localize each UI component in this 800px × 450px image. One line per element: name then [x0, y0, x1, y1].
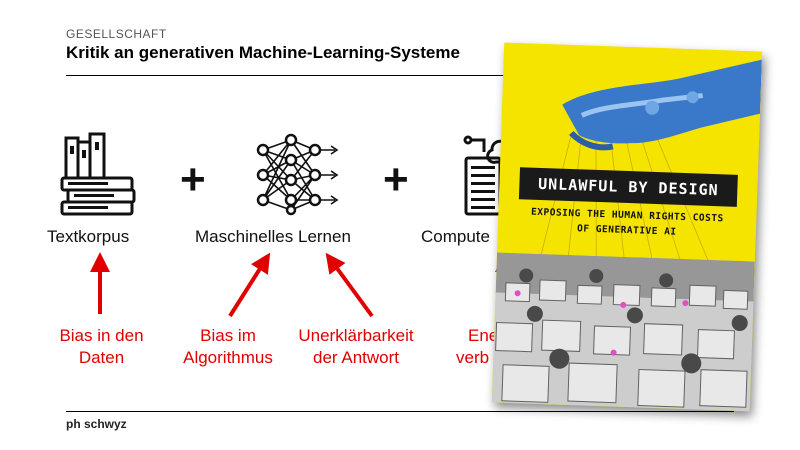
plus-sign-1: + — [180, 155, 206, 204]
section-kicker: GESELLSCHAFT — [66, 27, 167, 41]
title-divider — [66, 75, 734, 76]
book-cover: UNLAWFUL BY DESIGN EXPOSING THE HUMAN RI… — [491, 42, 763, 412]
critique-line: Bias im — [200, 326, 256, 345]
critique-line: Daten — [78, 348, 125, 367]
critique-line: der Antwort — [313, 348, 399, 367]
critique-bias-daten: Bias in den Daten — [44, 325, 159, 369]
footer-divider — [66, 411, 734, 412]
critique-bias-algorithmus: Bias im Algorithmus — [167, 325, 289, 369]
neural-network-icon — [256, 133, 339, 216]
critique-unerklaerbarkeit: Unerklärbarkeit der Antwort — [292, 325, 420, 369]
books-icon — [60, 132, 136, 216]
footer-brand: ph schwyz — [66, 417, 127, 431]
critique-line: Unerklärbarkeit — [298, 326, 414, 345]
label-compute: Compute — [421, 227, 490, 246]
critique-energie: Ene verb — [456, 325, 516, 369]
plus-sign-2: + — [383, 155, 409, 204]
label-maschinelles-lernen: Maschinelles Lernen — [195, 227, 351, 246]
arrow-unerklaerbarkeit — [325, 252, 374, 318]
critique-line: Bias in den — [59, 326, 144, 345]
critique-line: verb — [456, 348, 490, 367]
critique-line: Ene — [468, 326, 499, 345]
critique-line: Algorithmus — [183, 348, 273, 367]
label-textkorpus: Textkorpus — [47, 227, 130, 246]
office-workers-photo — [491, 252, 755, 412]
slide-title: Kritik an generativen Machine-Learning-S… — [66, 43, 460, 62]
arrow-bias-algorithmus — [228, 252, 271, 318]
robot-hand-icon — [535, 59, 762, 281]
